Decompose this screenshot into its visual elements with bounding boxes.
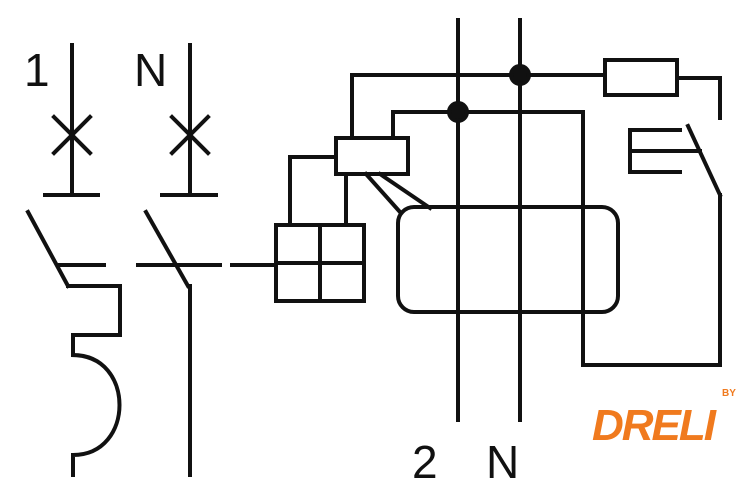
pole-n-contact <box>136 43 222 477</box>
label-pole-2: 2 <box>412 436 438 488</box>
current-transformer <box>396 205 620 314</box>
label-pole-n: N <box>134 44 167 96</box>
label-pole-1: 1 <box>24 44 50 96</box>
dreli-logo: DRELI <box>592 401 716 450</box>
main-conductors <box>447 18 531 422</box>
electronics-module <box>334 73 722 367</box>
pole-1-contact <box>25 43 122 477</box>
trip-relay-box <box>274 155 366 303</box>
logo-by: BY <box>722 388 736 399</box>
label-pole-n-out: N <box>486 436 519 488</box>
test-resistor-and-button <box>603 58 723 198</box>
